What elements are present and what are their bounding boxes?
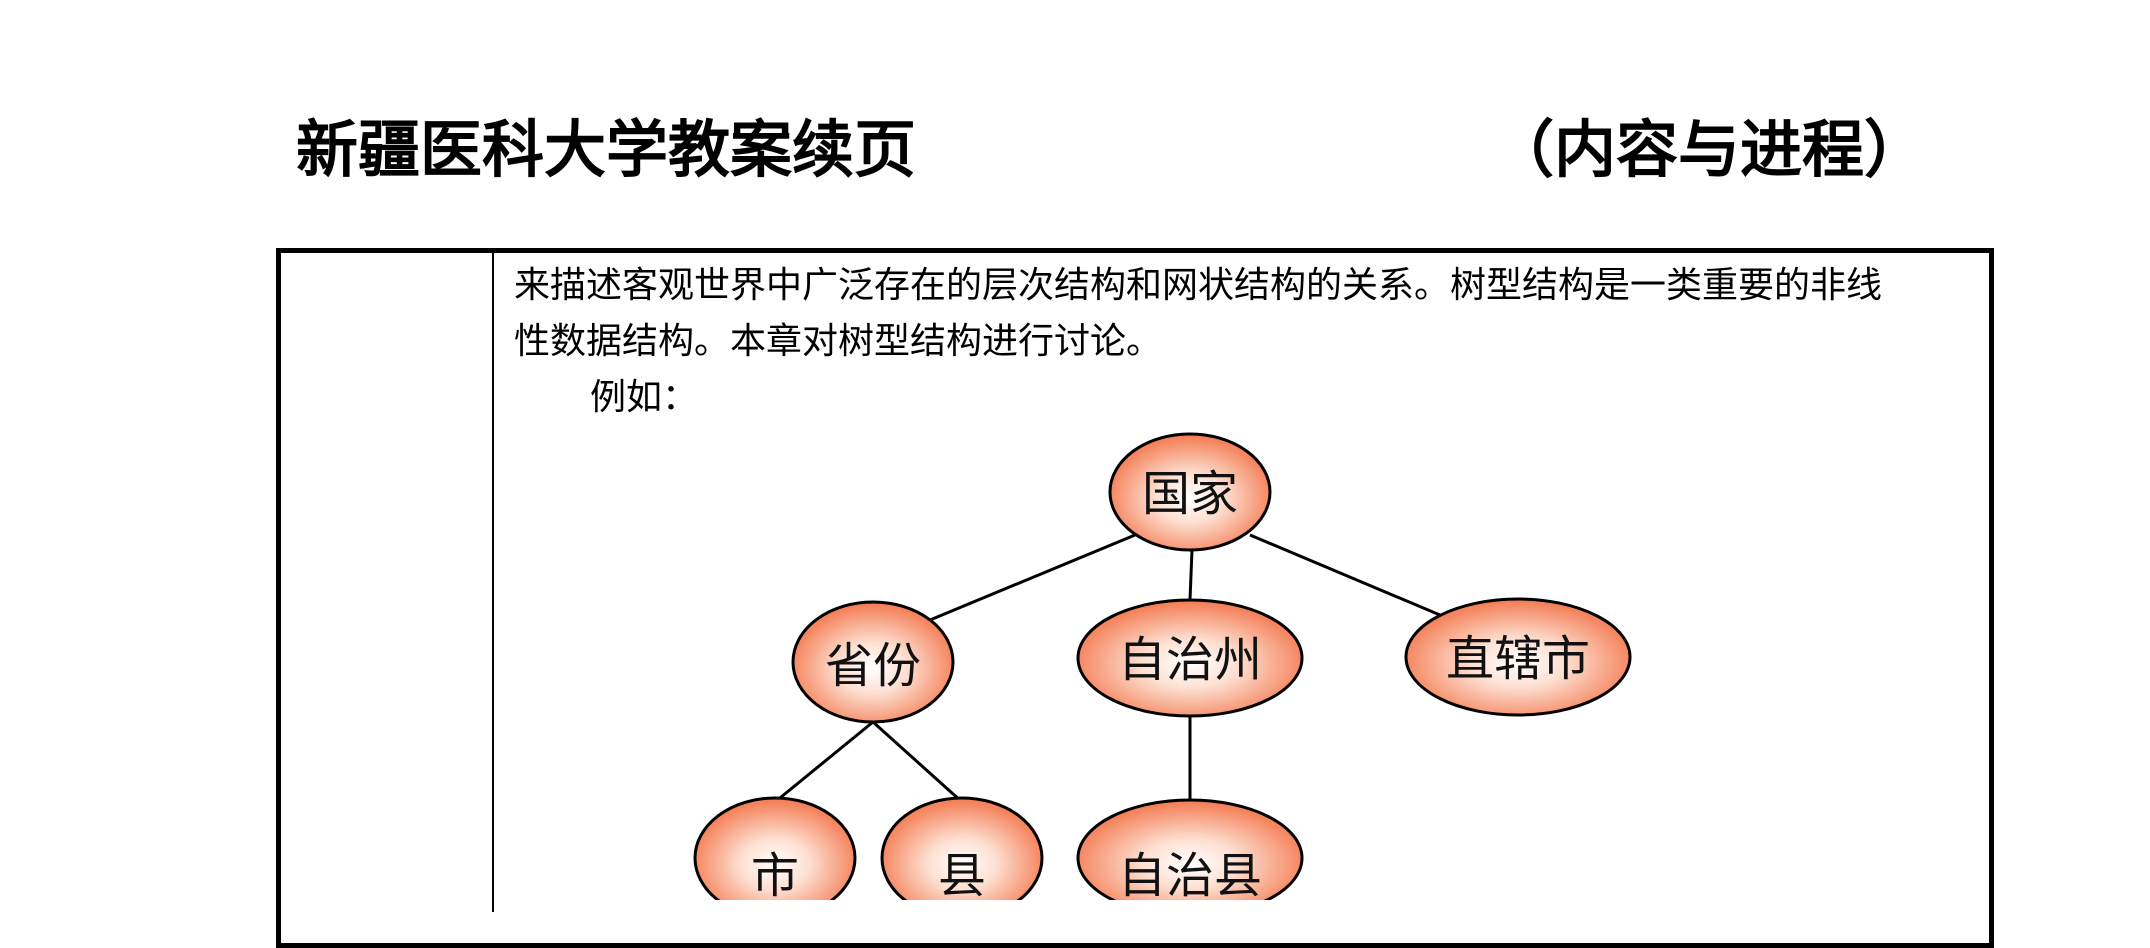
intro-paragraph: 来描述客观世界中广泛存在的层次结构和网状结构的关系。树型结构是一类重要的非线 性…	[514, 258, 1974, 370]
tree-node-autonomous-prefecture-label: 自治州	[1118, 632, 1262, 688]
tree-diagram: 国家 省份 自治州 直辖市 市 县 自治县	[693, 432, 1632, 900]
tree-node-city-label: 市	[751, 848, 799, 900]
example-label: 例如：	[590, 377, 699, 418]
tree-node-autonomous-county-label: 自治县	[1118, 848, 1262, 900]
paragraph-line-1: 来描述客观世界中广泛存在的层次结构和网状结构的关系。树型结构是一类重要的非线	[514, 265, 1883, 306]
page-title: 新疆医科大学教案续页	[296, 113, 917, 186]
edge-province-county	[871, 720, 964, 804]
paragraph-line-2: 性数据结构。本章对树型结构进行讨论。	[514, 321, 1163, 362]
tree-node-municipality-label: 直辖市	[1446, 631, 1590, 687]
page-subtitle: （内容与进程）	[1492, 113, 1927, 186]
tree-node-county-label: 县	[938, 848, 986, 900]
tree-node-province-label: 省份	[825, 638, 921, 694]
edge-root-autonomous-prefecture	[1188, 549, 1194, 601]
tree-node-root-label: 国家	[1142, 466, 1238, 522]
tree-node-municipality: 直辖市	[1404, 597, 1632, 717]
edge-root-municipality	[1249, 533, 1441, 617]
tree-node-root: 国家	[1108, 432, 1272, 552]
table-column-divider	[492, 252, 494, 912]
tree-node-county: 县	[880, 796, 1044, 900]
tree-node-autonomous-prefecture: 自治州	[1076, 598, 1304, 718]
tree-node-province: 省份	[791, 600, 955, 724]
edge-root-province	[929, 533, 1136, 622]
tree-node-autonomous-county: 自治县	[1076, 798, 1304, 900]
edge-province-city	[774, 720, 874, 804]
tree-node-city: 市	[693, 796, 857, 900]
